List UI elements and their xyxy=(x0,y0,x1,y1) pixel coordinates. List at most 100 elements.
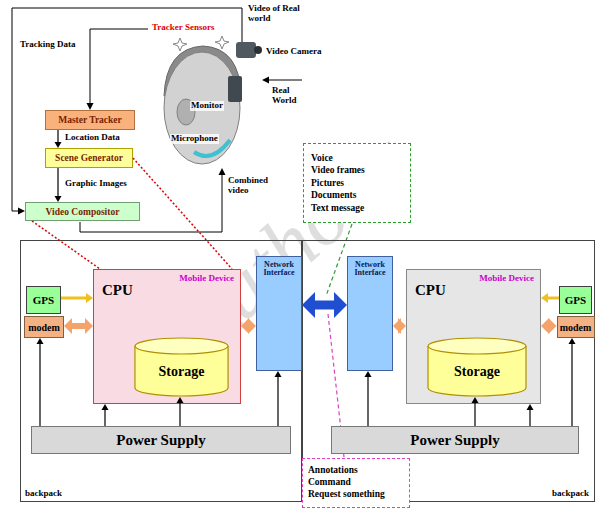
connector xyxy=(393,318,406,334)
connector-line xyxy=(277,376,278,426)
cylinder-top xyxy=(135,338,228,354)
edge-label: Graphic Images xyxy=(64,179,128,189)
process-box: Master Tracker xyxy=(45,110,135,130)
connector-line xyxy=(133,158,232,269)
node-text: modem xyxy=(28,322,60,333)
arrow-head xyxy=(18,208,25,215)
signal-label: Tracking Data xyxy=(20,40,76,50)
modem-box: modem xyxy=(24,316,64,338)
arrow-head xyxy=(86,293,93,303)
connector-line xyxy=(367,376,368,426)
callout-box: VoiceVideo framesPicturesDocumentsText m… xyxy=(303,143,411,223)
connector xyxy=(37,338,44,426)
node-text: Command xyxy=(308,477,351,489)
arrow-head xyxy=(177,397,184,403)
arrow-head xyxy=(365,371,372,377)
node-text: backpack xyxy=(552,488,589,498)
arrow-head xyxy=(102,404,109,410)
camera-body xyxy=(236,42,256,58)
arrow-head xyxy=(37,338,44,344)
node-text: Scene Generator xyxy=(55,153,123,163)
node-text: Video Compositor xyxy=(46,207,120,217)
process-box: Scene Generator xyxy=(45,148,133,168)
connector xyxy=(55,130,62,148)
interface-box: Network Interface xyxy=(256,256,302,371)
part-label: Real World xyxy=(272,86,308,106)
power-bar: Power Supply xyxy=(331,426,579,454)
interface-box: Network Interface xyxy=(347,256,393,371)
arrow-head xyxy=(219,168,226,175)
node-text: Storage xyxy=(454,364,500,380)
arrow-head xyxy=(55,196,62,202)
node-text: Network Interface xyxy=(350,261,390,278)
connector-line xyxy=(61,297,87,300)
connector xyxy=(541,293,559,303)
connector-line xyxy=(474,402,475,426)
node-text: Request something xyxy=(308,489,385,501)
node-text: GPS xyxy=(565,294,586,306)
connector xyxy=(64,318,93,334)
arrow-head xyxy=(472,397,479,403)
power-bar: Power Supply xyxy=(31,426,291,454)
arrow-head xyxy=(241,318,249,334)
connector xyxy=(241,318,256,334)
connector xyxy=(55,168,62,202)
signal-label: Combined video xyxy=(228,176,276,196)
gps-box: GPS xyxy=(559,286,592,314)
connector-line xyxy=(529,409,530,426)
node-text: Storage xyxy=(159,364,205,380)
process-box: Video Compositor xyxy=(25,202,140,221)
tracker-sensor xyxy=(173,38,187,51)
tracking-line xyxy=(90,29,148,104)
arrow-head xyxy=(85,318,93,334)
head xyxy=(164,52,240,164)
connector xyxy=(133,158,232,269)
node-text: Network Interface xyxy=(259,261,299,278)
connector xyxy=(102,404,109,426)
part-label: Microphone xyxy=(170,134,219,144)
connector-line xyxy=(57,168,58,197)
node-text: Text message xyxy=(311,202,364,214)
real-world-line xyxy=(268,80,302,81)
connector xyxy=(32,221,100,269)
connector xyxy=(275,371,282,426)
node-text: GPS xyxy=(33,294,54,306)
connector xyxy=(177,397,184,426)
connector xyxy=(541,318,557,334)
node-text: CPU xyxy=(415,282,446,299)
node-text: Documents xyxy=(311,189,356,201)
arrow-head xyxy=(302,292,315,318)
edge-label: Location Data xyxy=(64,133,121,143)
cpu-box: CPUMobile DeviceStorage xyxy=(93,269,241,404)
arrow-head xyxy=(275,371,282,377)
callout-box: AnnotationsCommandRequest something xyxy=(302,458,410,508)
camera-lens xyxy=(254,46,262,54)
cpu-box: CPUMobile DeviceStorage xyxy=(406,269,541,404)
connector-line xyxy=(104,409,105,426)
gps-box: GPS xyxy=(26,286,61,314)
node-text: CPU xyxy=(102,282,133,299)
storage-cylinder: Storage xyxy=(134,337,229,397)
arrow-head xyxy=(334,292,347,318)
storage-cylinder: Storage xyxy=(427,337,527,397)
connector xyxy=(472,397,479,426)
signal-label: Video of Real world xyxy=(248,4,300,24)
node-text: Voice xyxy=(311,152,333,164)
modem-box: modem xyxy=(557,316,595,338)
part-label: Tracker Sensors xyxy=(152,23,214,33)
connector-line xyxy=(39,343,40,426)
connector xyxy=(569,338,576,426)
connector xyxy=(365,371,372,426)
monitor-eyepiece xyxy=(228,76,242,102)
node-text: Master Tracker xyxy=(58,115,122,125)
video-loop-line xyxy=(12,8,242,211)
connector-line xyxy=(179,402,180,426)
connector xyxy=(527,404,534,426)
backpack-region: backpackGPSmodemCPUMobile DeviceStorageN… xyxy=(20,240,302,502)
arrow-head xyxy=(569,338,576,344)
part-label: Video Camera xyxy=(266,47,321,57)
part-label: Monitor xyxy=(190,101,224,111)
node-text: Pictures xyxy=(311,177,344,189)
arrow-head xyxy=(541,293,548,303)
cylinder-top xyxy=(428,338,526,354)
